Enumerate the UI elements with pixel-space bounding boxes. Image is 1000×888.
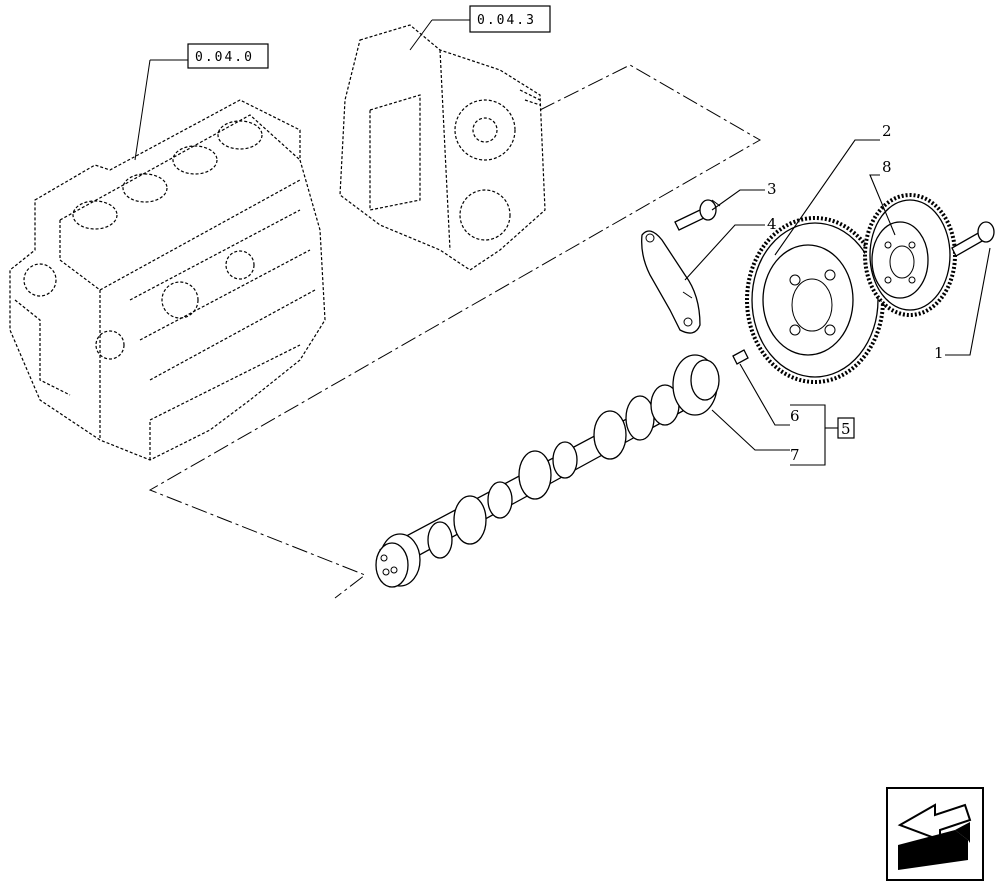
callout-3: 3	[767, 180, 777, 198]
callout-6: 6	[790, 407, 800, 425]
assembly-envelope-line	[148, 64, 762, 599]
callout-leaders	[684, 139, 991, 466]
callout-2: 2	[882, 122, 892, 140]
timing-cover-outline	[339, 24, 546, 271]
callout-7: 7	[790, 446, 800, 464]
pump-gear	[863, 193, 957, 317]
ref-label-engine-block: 0.04.0	[195, 50, 254, 65]
bolt-3	[674, 199, 721, 231]
callout-5-box	[837, 417, 855, 439]
callout-8: 8	[882, 158, 892, 176]
dowel-pin	[732, 349, 749, 365]
engine-block-outline	[9, 99, 326, 461]
bolt-1	[951, 221, 995, 257]
ref-label-timing-cover: 0.04.3	[477, 13, 536, 28]
callout-1: 1	[934, 344, 944, 362]
ref-box-engine-block: 0.04.0	[134, 43, 269, 161]
camshaft-gear	[745, 216, 885, 384]
callout-4: 4	[767, 215, 777, 233]
camshaft	[375, 354, 720, 588]
ref-box-timing-cover: 0.04.3	[409, 5, 551, 51]
thrust-plate	[641, 230, 701, 334]
callout-5: 5	[841, 420, 851, 438]
back-arrow-icon[interactable]	[886, 787, 984, 881]
